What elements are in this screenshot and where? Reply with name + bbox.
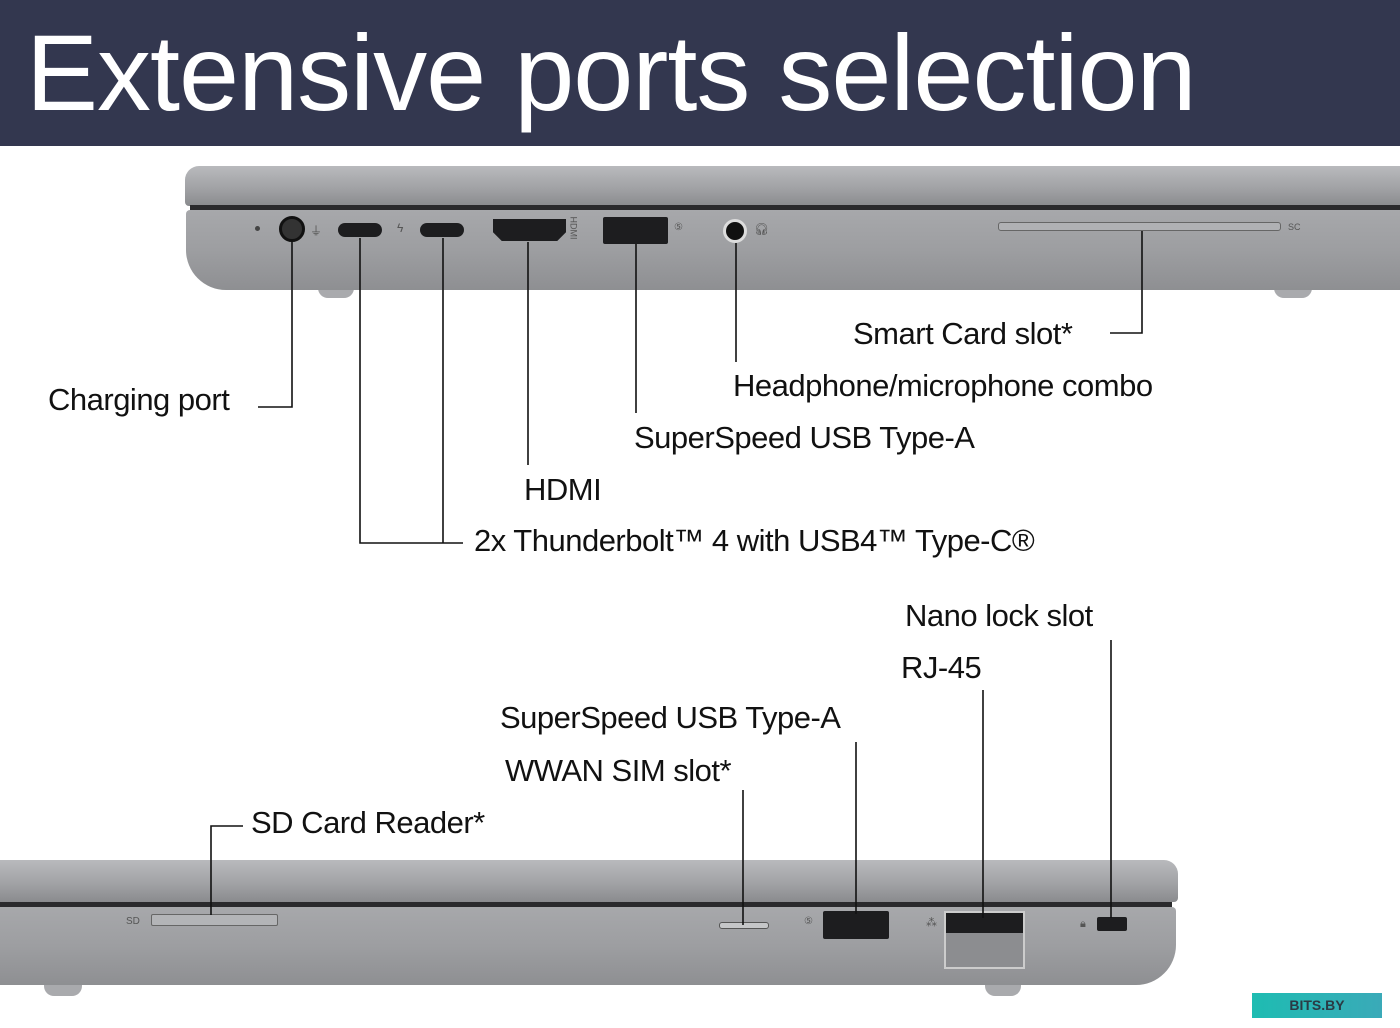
power-plug-icon: ⏚ (310, 224, 323, 238)
smart-card-slot (998, 222, 1281, 231)
label-rj45: RJ-45 (901, 650, 982, 685)
header-banner: Extensive ports selection (0, 0, 1400, 146)
label-smart-card: Smart Card slot* (853, 316, 1073, 351)
laptop-lid (185, 166, 1400, 206)
page-title: Extensive ports selection (26, 12, 1197, 133)
label-usb-a-bottom: SuperSpeed USB Type-A (500, 700, 841, 735)
headphone-jack (723, 219, 747, 243)
leader-thunderbolt-1 (359, 238, 463, 544)
laptop-lid (0, 860, 1178, 902)
headset-icon: 🎧︎ (754, 222, 770, 236)
thunderbolt-icon: ϟ (397, 221, 404, 235)
label-headphone: Headphone/microphone combo (733, 368, 1153, 403)
hinge-gap (0, 902, 1172, 907)
sd-engraving: SD (126, 916, 140, 927)
leader-smart-card (1110, 231, 1143, 334)
label-thunderbolt: 2x Thunderbolt™ 4 with USB4™ Type-C® (474, 523, 1035, 558)
smart-card-engraving: SC (1288, 222, 1301, 232)
superspeed-5gbps-icon: ⑤ (804, 916, 813, 927)
watermark-badge: BITS.BY (1252, 993, 1382, 1018)
rj45-socket (946, 913, 1023, 933)
label-sd: SD Card Reader* (251, 805, 485, 840)
superspeed-5gbps-icon: ⑤ (674, 222, 683, 233)
network-icon: ⁂ (926, 917, 937, 929)
thunderbolt-port-1 (338, 223, 382, 237)
charging-port (279, 216, 305, 242)
lock-icon: 🔒︎ (1080, 918, 1086, 930)
label-charging-port: Charging port (48, 382, 230, 417)
label-hdmi: HDMI (524, 472, 602, 507)
label-nano-lock: Nano lock slot (905, 598, 1093, 633)
usb-a-port (823, 911, 889, 939)
hinge-gap (190, 205, 1400, 210)
label-sim: WWAN SIM slot* (505, 753, 732, 788)
sd-card-slot (151, 914, 278, 926)
nano-lock-slot (1097, 917, 1127, 931)
label-usb-a-top: SuperSpeed USB Type-A (634, 420, 975, 455)
status-led (255, 226, 260, 231)
leader-sd (210, 825, 243, 915)
hdmi-port (493, 219, 566, 241)
leader-charging (258, 240, 293, 408)
thunderbolt-port-2 (420, 223, 464, 237)
sim-slot (719, 922, 769, 929)
usb-a-port (603, 217, 668, 244)
